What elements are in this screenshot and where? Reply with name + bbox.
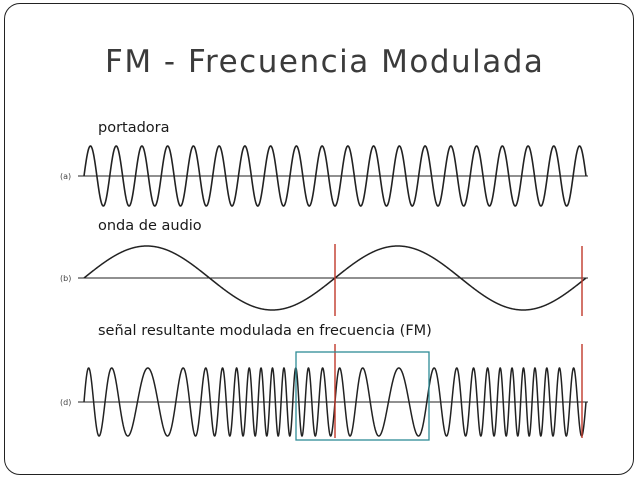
carrier-tag: (a) [60,172,72,181]
fm-label: señal resultante modulada en frecuencia … [98,323,432,339]
highlight-box [295,351,430,441]
fm-tag: (d) [60,398,72,407]
carrier-wave [83,145,587,207]
audio-tag: (b) [60,274,72,283]
carrier-label: portadora [98,120,170,136]
slide-title: FM - Frecuencia Modulada [105,44,545,80]
audio-label: onda de audio [98,218,202,234]
